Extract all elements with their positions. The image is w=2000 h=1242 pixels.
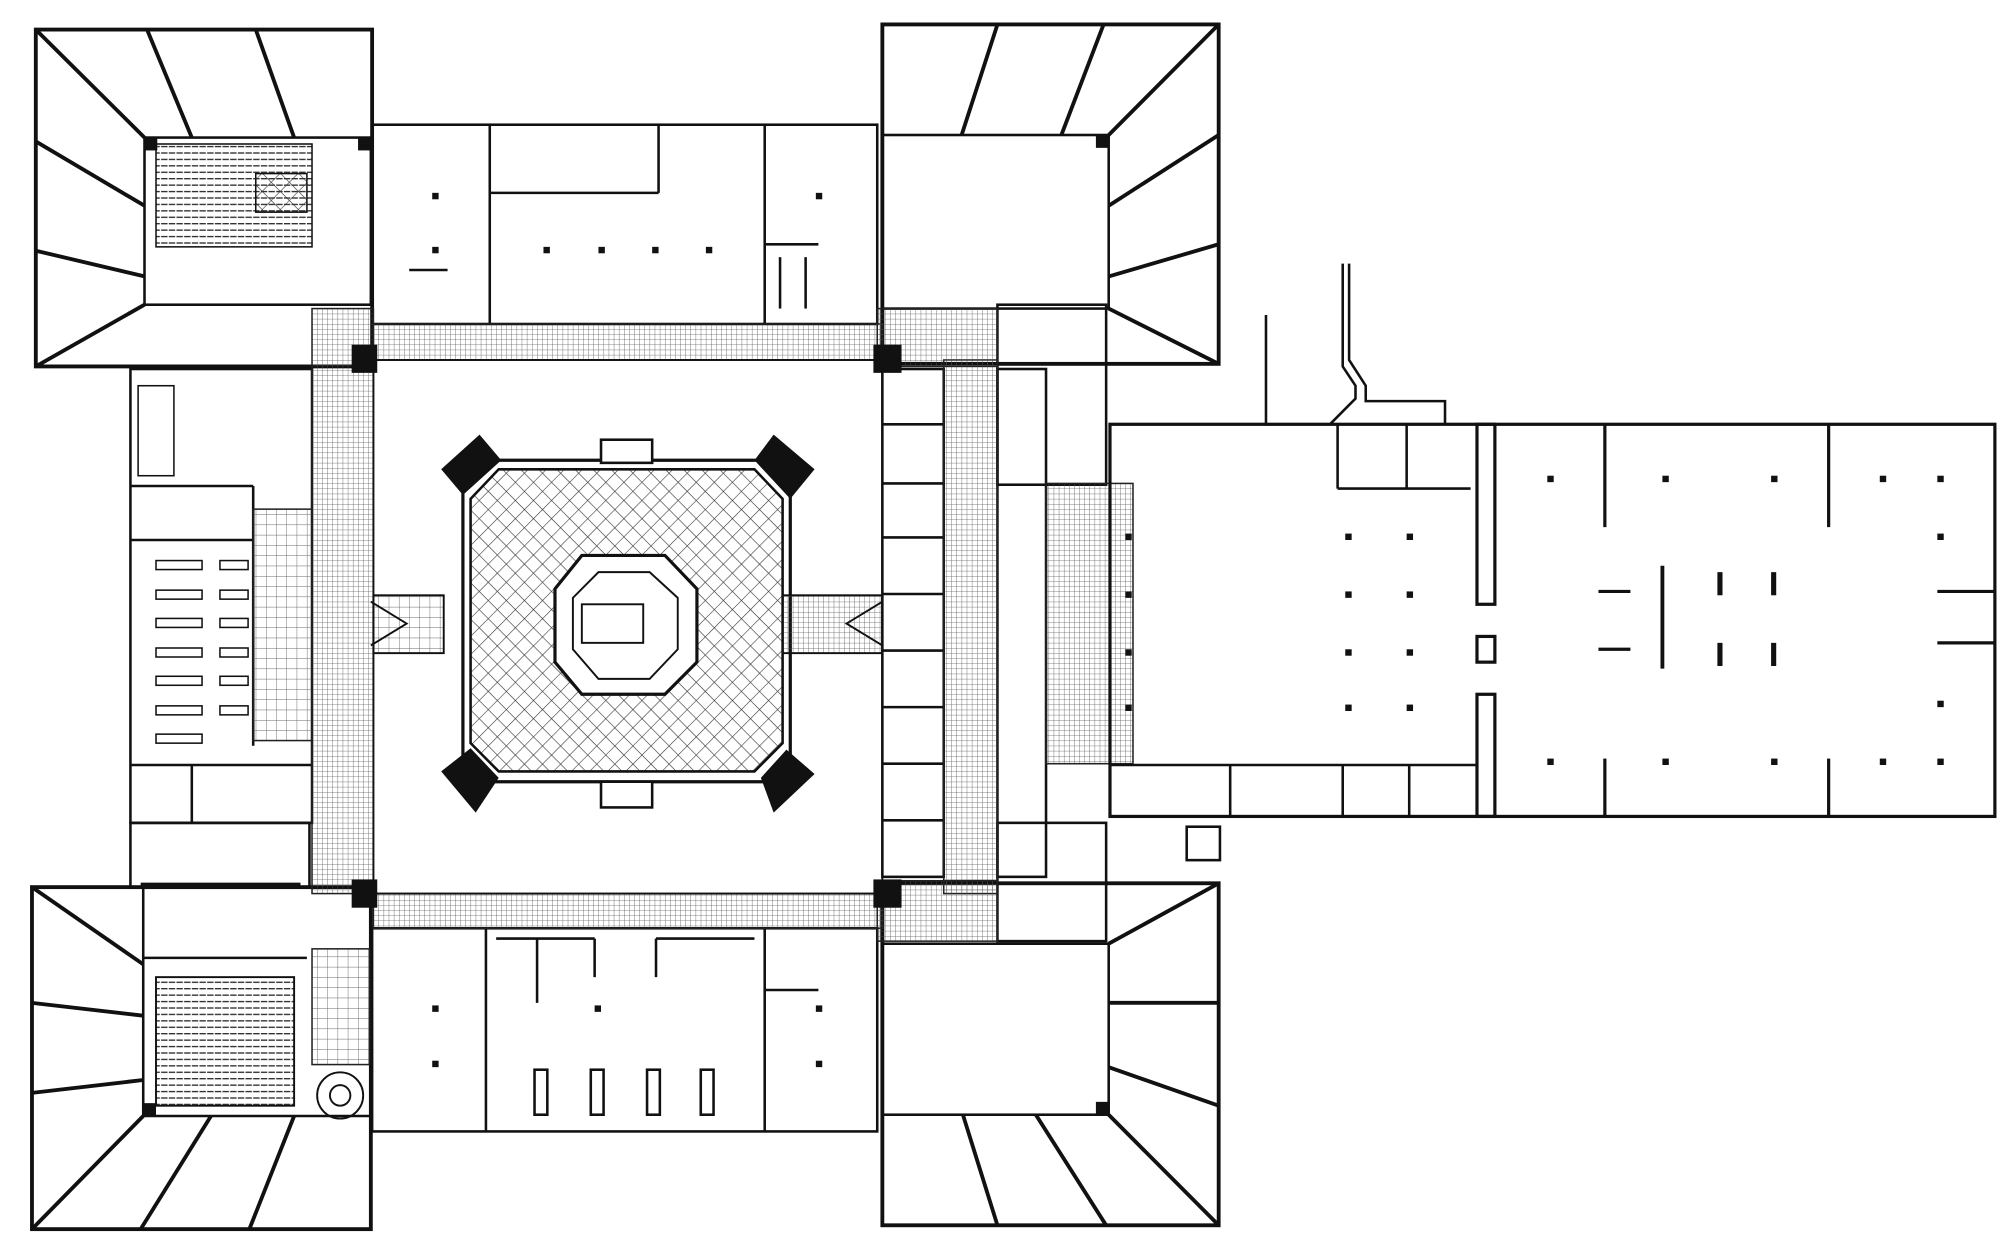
courtyard-bridges xyxy=(370,594,884,655)
corner-pavilion-bottom-right xyxy=(880,881,1221,1228)
auditorium-seating xyxy=(143,956,307,1107)
annex-retaining-walls xyxy=(1264,263,1447,426)
central-courtyard xyxy=(372,359,884,895)
north-wing xyxy=(370,123,879,326)
eastern-annex xyxy=(1108,422,1997,862)
wing-column-markers xyxy=(432,192,823,1068)
hall-corner-piers xyxy=(441,434,815,813)
west-wing-desk-rows xyxy=(137,384,249,744)
peripheral-corridor xyxy=(252,307,1134,1066)
annex-columns xyxy=(1125,475,1944,765)
south-wing xyxy=(370,927,879,1133)
spiral-stair xyxy=(316,1071,365,1120)
structural-piers xyxy=(143,135,1109,1116)
lecture-hall-northwest xyxy=(155,143,313,248)
